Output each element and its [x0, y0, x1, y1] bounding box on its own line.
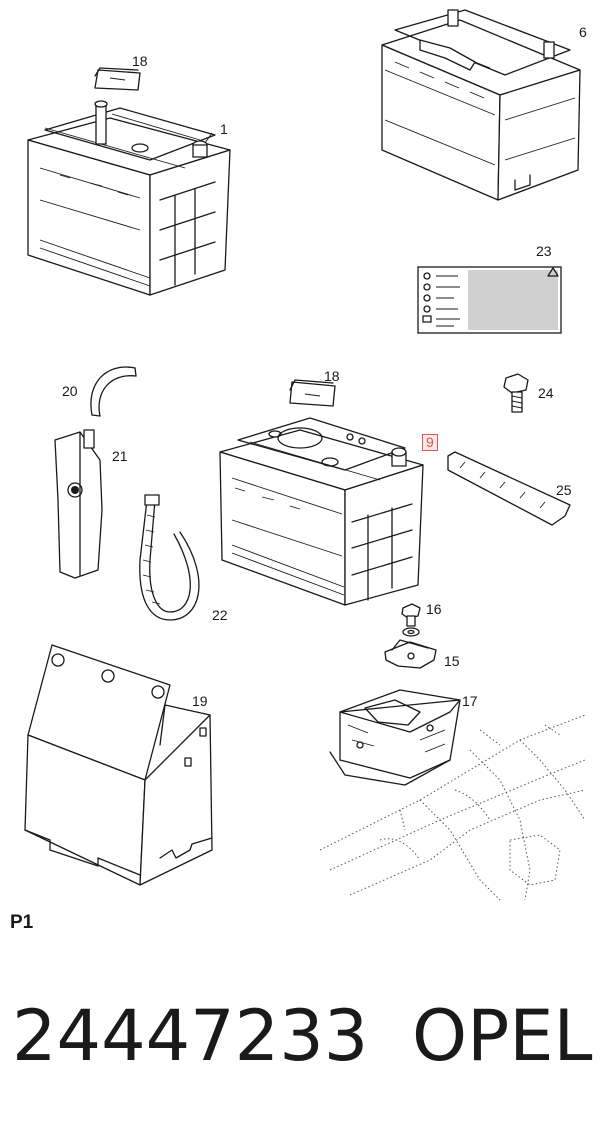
callout-20[interactable]: 20: [62, 383, 78, 399]
tray-part-17[interactable]: [329, 689, 461, 786]
battery-part-1[interactable]: [27, 100, 231, 296]
battery-part-6[interactable]: [381, 9, 581, 201]
callout-6[interactable]: 6: [579, 24, 587, 40]
strip-part-25[interactable]: [447, 451, 571, 526]
callout-22[interactable]: 22: [212, 607, 228, 623]
callout-21[interactable]: 21: [112, 448, 128, 464]
vehicle-body-outline: [319, 714, 586, 901]
callout-9-highlighted[interactable]: 9: [422, 434, 438, 451]
clamp-part-15[interactable]: [384, 639, 437, 669]
callout-18-top[interactable]: 18: [132, 53, 148, 69]
bracket-part-18-middle[interactable]: [289, 379, 336, 407]
callout-18-middle[interactable]: 18: [324, 368, 340, 384]
page-code: P1: [10, 912, 34, 933]
part-number: 24447233: [12, 995, 369, 1077]
callout-24[interactable]: 24: [538, 385, 554, 401]
callout-1[interactable]: 1: [220, 121, 228, 137]
vent-part-21[interactable]: [54, 429, 103, 579]
callout-23[interactable]: 23: [536, 243, 552, 259]
bolt-part-24[interactable]: [503, 373, 529, 413]
cable-tie-part-22[interactable]: [139, 494, 200, 621]
battery-part-9[interactable]: [219, 417, 424, 606]
hose-part-20[interactable]: [90, 366, 137, 417]
cover-part-19[interactable]: [24, 644, 213, 886]
callout-17[interactable]: 17: [462, 693, 478, 709]
brand-name: OPEL: [412, 995, 593, 1077]
leader-lines: [204, 132, 213, 144]
callout-16[interactable]: 16: [426, 601, 442, 617]
callout-15[interactable]: 15: [444, 653, 460, 669]
callout-25[interactable]: 25: [556, 482, 572, 498]
screw-part-16[interactable]: [401, 603, 421, 637]
callout-19[interactable]: 19: [192, 693, 208, 709]
bracket-part-18-top[interactable]: [94, 67, 141, 91]
warning-label-part-23[interactable]: [417, 266, 562, 334]
